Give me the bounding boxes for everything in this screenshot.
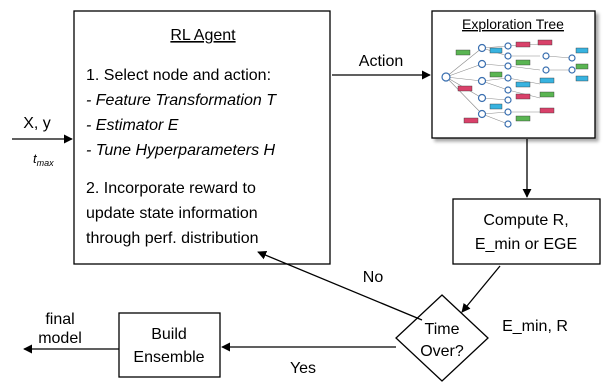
agent-step2-line2: update state information	[86, 205, 258, 222]
agent-step2-line1: 2. Incorporate reward to	[86, 180, 256, 197]
agent-item-feature-transformation: - Feature Transformation T	[86, 92, 277, 109]
agent-item-estimator: - Estimator E	[86, 117, 179, 134]
agent-step2-line3: through perf. distribution	[86, 230, 259, 247]
time-over-decision: Time Over?	[395, 294, 489, 382]
decision-line1: Time	[425, 321, 460, 338]
decision-line2: Over?	[420, 343, 464, 360]
exploration-tree-box: Exploration Tree	[431, 10, 596, 139]
compute-line1: Compute R,	[483, 212, 568, 229]
arrow-compute-to-decision	[461, 265, 501, 313]
compute-line2: E_min or EGE	[475, 236, 577, 253]
label-input: X, y	[23, 115, 51, 132]
label-yes: Yes	[290, 360, 316, 377]
label-action: Action	[359, 53, 403, 70]
tree-illustration	[441, 39, 589, 128]
ensemble-line2: Ensemble	[133, 349, 204, 366]
arrow-no-to-agent	[257, 250, 423, 321]
compute-reward-box: Compute R, E_min or EGE	[452, 198, 601, 265]
label-tmax: tmax	[33, 151, 54, 168]
ensemble-line1: Build	[151, 326, 187, 343]
label-final-model-line1: final	[45, 311, 74, 328]
rl-agent-box: RL Agent 1. Select node and action: - Fe…	[73, 10, 331, 265]
agent-item-tune-hyperparameters: - Tune Hyperparameters H	[86, 142, 276, 159]
label-emin-r: E_min, R	[502, 318, 568, 335]
label-no: No	[363, 269, 384, 286]
agent-step1: 1. Select node and action:	[86, 67, 271, 84]
build-ensemble-box: Build Ensemble	[118, 312, 221, 378]
exploration-tree-title: Exploration Tree	[462, 16, 564, 32]
label-final-model-line2: model	[38, 330, 82, 347]
rl-agent-title: RL Agent	[170, 27, 236, 44]
